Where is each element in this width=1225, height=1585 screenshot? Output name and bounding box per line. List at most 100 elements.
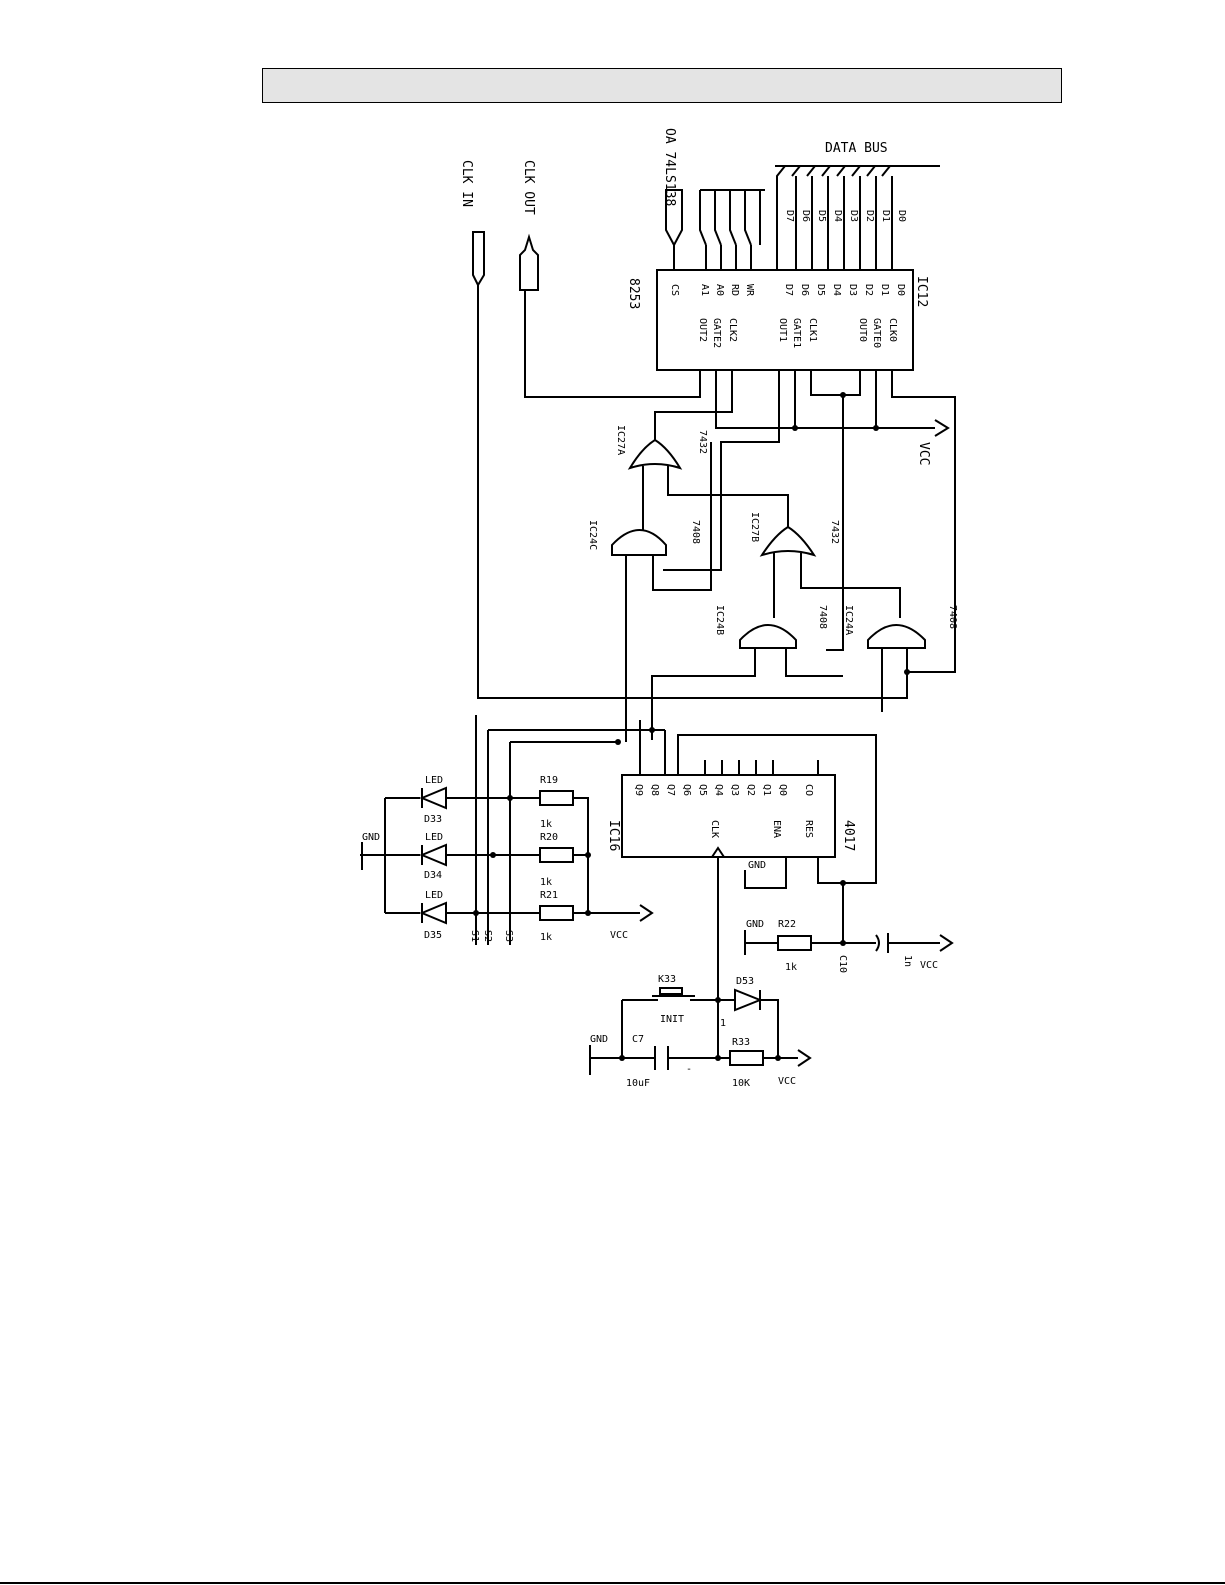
svg-text:10uF: 10uF (626, 1078, 650, 1089)
svg-text:Q7: Q7 (665, 784, 676, 796)
clk-in-label: CLK IN (459, 160, 474, 207)
ic12-part: 8253 (626, 278, 641, 309)
svg-text:Q0: Q0 (777, 784, 788, 796)
svg-text:10K: 10K (732, 1078, 750, 1089)
gate-ref: IC27A (615, 425, 626, 455)
gate-ref: IC24B (714, 605, 725, 635)
svg-text:OUT2: OUT2 (697, 318, 708, 342)
svg-text:D4: D4 (831, 284, 842, 296)
data-line-label: D0 (896, 210, 907, 222)
clk-out-wire (524, 290, 701, 398)
svg-text:WR: WR (744, 284, 755, 297)
svg-text:C7: C7 (632, 1034, 644, 1045)
gate-part: 7432 (829, 520, 840, 544)
ctrl-connectors (699, 189, 765, 246)
svg-text:A0: A0 (714, 284, 725, 296)
svg-text:VCC: VCC (920, 960, 938, 971)
svg-text:S3: S3 (503, 930, 514, 942)
bus-labels: S1 S2 S3 (469, 930, 514, 942)
svg-text:CO: CO (803, 784, 814, 796)
svg-text:RES: RES (803, 820, 814, 838)
c10-capacitor (875, 933, 940, 953)
r22-ref: R22 (778, 919, 796, 930)
svg-text:OUT1: OUT1 (777, 318, 788, 342)
svg-text:1n: 1n (902, 955, 913, 967)
svg-text:Q1: Q1 (761, 784, 772, 796)
svg-text:C10: C10 (837, 955, 848, 973)
svg-text:S2: S2 (482, 930, 493, 942)
clk-out-label: CLK OUT (521, 160, 536, 215)
gate-ref: IC24C (587, 520, 598, 550)
ic12-pin-labels: CS A1 A0 RD WR D7 D6 D5 D4 D3 D2 D1 D0 O… (669, 284, 906, 348)
r22 (777, 935, 812, 951)
addr-connector-label: OA 74LS138 (662, 128, 677, 206)
vcc-wire (715, 370, 935, 429)
svg-text:R33: R33 (732, 1037, 750, 1048)
svg-text:OUT0: OUT0 (857, 318, 868, 342)
gnd-ena-label: GND (748, 860, 766, 871)
svg-text:D1: D1 (879, 284, 890, 296)
svg-text:RD: RD (729, 284, 740, 296)
data-line-label: D5 (816, 210, 827, 222)
svg-text:LED: LED (425, 832, 443, 843)
svg-text:CLK1: CLK1 (807, 318, 818, 342)
svg-text:R20: R20 (540, 832, 558, 843)
data-line-label: D7 (784, 210, 795, 222)
led-bank: GND LED D33 R19 LED D34 1k R20 LED D35 1… (360, 775, 654, 943)
ic27b-or-gate (759, 525, 817, 557)
svg-text:D7: D7 (783, 284, 794, 296)
d53-diode (734, 988, 763, 1012)
data-bus-label: DATA BUS (825, 141, 888, 156)
r33 (729, 1050, 764, 1066)
svg-text:CLK: CLK (709, 820, 720, 838)
svg-text:Q8: Q8 (649, 784, 660, 796)
vcc-label: VCC (916, 442, 931, 465)
svg-text:D0: D0 (895, 284, 906, 296)
gate-ref: IC27B (749, 512, 760, 542)
ic16-ref: IC16 (606, 820, 621, 851)
svg-text:D6: D6 (799, 284, 810, 296)
svg-text:LED: LED (425, 775, 443, 786)
svg-text:1k: 1k (540, 819, 552, 830)
svg-text:GND: GND (590, 1034, 608, 1045)
gate-part: 7408 (690, 520, 701, 544)
gate-part: 7432 (697, 430, 708, 454)
svg-text:D53: D53 (736, 976, 754, 987)
data-line-label: D4 (832, 210, 843, 222)
ic27a-or-gate (627, 438, 683, 470)
gnd-label: GND (362, 832, 380, 843)
svg-text:Q6: Q6 (681, 784, 692, 796)
ic24b-and-gate (739, 624, 797, 649)
switch-label: INIT (660, 1014, 684, 1025)
data-line-label: D1 (880, 210, 891, 222)
svg-text:1: 1 (720, 1018, 726, 1029)
svg-text:D3: D3 (847, 284, 858, 296)
svg-text:D34: D34 (424, 870, 442, 881)
ic16-part: 4017 (841, 820, 856, 851)
svg-text:Q4: Q4 (713, 784, 724, 796)
vcc-arrow (934, 419, 950, 437)
gate-part: 7408 (817, 605, 828, 629)
svg-text:CLK2: CLK2 (727, 318, 738, 342)
ic12-ref: IC12 (914, 276, 929, 307)
clk-out-connector (519, 233, 539, 291)
ic16-pin-labels: Q9 Q8 Q7 Q6 Q5 Q4 Q3 Q2 Q1 Q0 CO CLK ENA… (633, 784, 814, 838)
data-line-label: D2 (864, 210, 875, 222)
svg-text:R21: R21 (540, 890, 558, 901)
svg-text:GATE2: GATE2 (711, 318, 722, 348)
svg-text:VCC: VCC (778, 1076, 796, 1087)
ic24a-and-gate (867, 624, 926, 649)
svg-text:LED: LED (425, 890, 443, 901)
addr-connector (665, 189, 683, 248)
svg-text:D33: D33 (424, 814, 442, 825)
svg-text:ENA: ENA (771, 820, 782, 838)
ic24c-and-gate (611, 529, 667, 556)
c7-capacitor (654, 1046, 669, 1070)
gate-part: 7408 (947, 605, 958, 629)
svg-text:VCC: VCC (610, 930, 628, 941)
ic16-body (621, 774, 836, 858)
init-switch[interactable] (659, 987, 683, 995)
svg-text:1k: 1k (540, 877, 552, 888)
gate-ref: IC24A (843, 605, 854, 635)
svg-text:D35: D35 (424, 930, 442, 941)
